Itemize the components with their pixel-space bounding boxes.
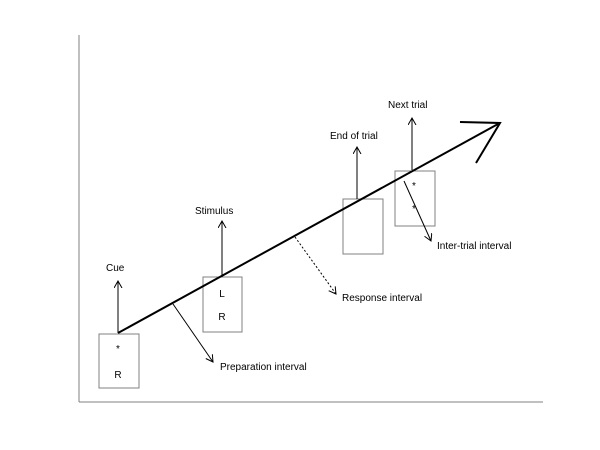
inter-trial-interval-arrow	[403, 180, 431, 241]
cue-label: Cue	[106, 263, 125, 274]
inter-trial-interval-label: Inter-trial interval	[437, 241, 511, 252]
timeline-arrow	[117, 123, 499, 334]
timeline-arrow-head	[459, 121, 502, 164]
stimulus-label: Stimulus	[195, 206, 233, 217]
stimulus-screen-bottom: R	[218, 312, 225, 323]
end-of-trial-label: End of trial	[330, 131, 378, 142]
next-screen-box	[394, 170, 436, 227]
cue-screen-bottom: R	[114, 370, 121, 381]
response-interval-label: Response interval	[342, 293, 422, 304]
cue-screen-box	[98, 333, 140, 389]
stimulus-screen-box	[202, 276, 243, 333]
end-screen-box	[342, 198, 384, 255]
preparation-interval-arrow	[172, 303, 213, 362]
next-screen-top: *	[412, 181, 416, 192]
next-trial-label: Next trial	[388, 100, 427, 111]
preparation-interval-label: Preparation interval	[220, 362, 307, 373]
next-screen-bottom: *	[412, 204, 416, 215]
response-interval-arrow	[294, 236, 336, 294]
cue-screen-top: *	[116, 344, 120, 355]
stimulus-screen-top: L	[219, 289, 225, 300]
